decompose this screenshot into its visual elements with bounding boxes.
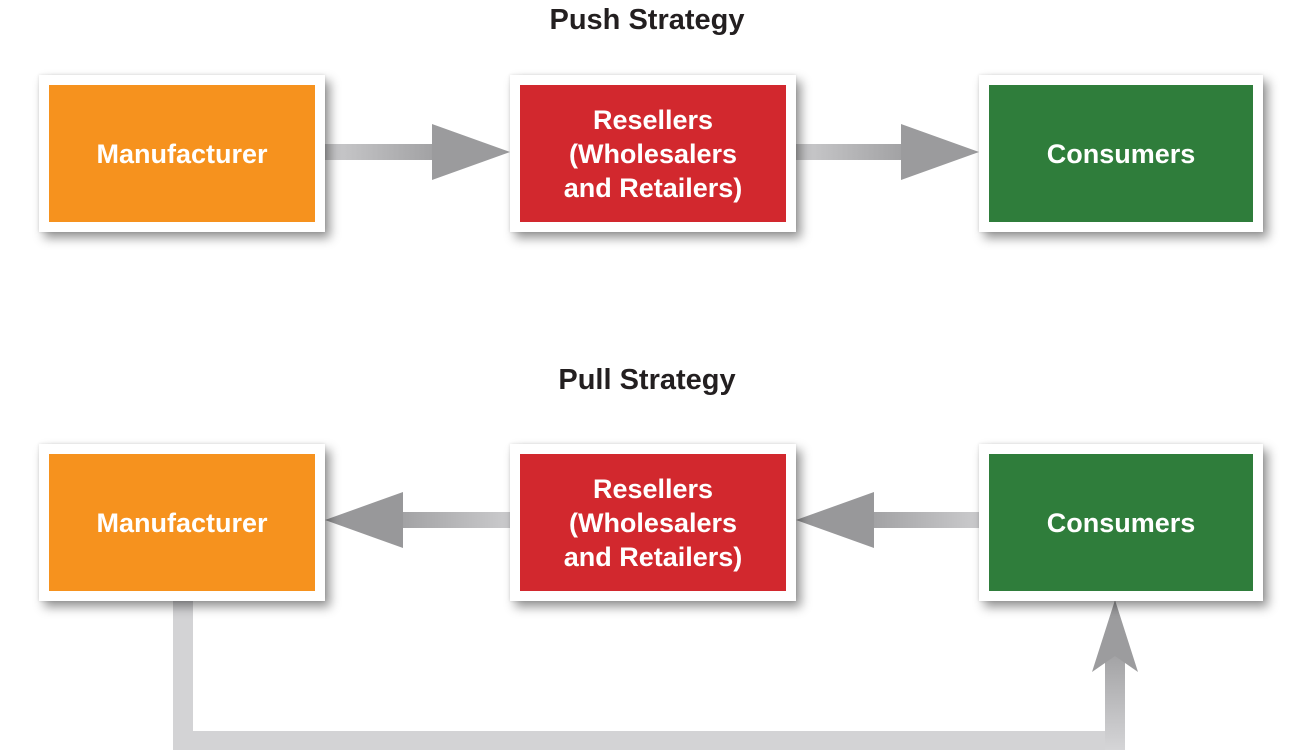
push-resellers-line2: (Wholesalers bbox=[568, 138, 738, 169]
push-consumers-label: Consumers bbox=[989, 85, 1253, 222]
pull-resellers-box: Resellers (Wholesalers and Retailers) bbox=[510, 444, 796, 601]
pull-arrow-consumers-to-resellers-icon bbox=[796, 492, 979, 548]
push-manufacturer-label: Manufacturer bbox=[49, 85, 315, 222]
pull-consumers-label: Consumers bbox=[989, 454, 1253, 591]
pull-loop-arrow-manufacturer-to-consumers-icon bbox=[173, 598, 1138, 750]
pull-resellers-line1: Resellers bbox=[592, 473, 714, 504]
pull-arrow-resellers-to-manufacturer-icon bbox=[325, 492, 510, 548]
push-arrow-resellers-to-consumers-icon bbox=[796, 124, 979, 180]
pull-manufacturer-box: Manufacturer bbox=[39, 444, 325, 601]
push-strategy-title: Push Strategy bbox=[549, 4, 745, 36]
push-manufacturer-box: Manufacturer bbox=[39, 75, 325, 232]
pull-resellers-label: Resellers (Wholesalers and Retailers) bbox=[520, 454, 786, 591]
push-consumers-box: Consumers bbox=[979, 75, 1263, 232]
push-resellers-line3: and Retailers) bbox=[563, 172, 743, 203]
push-resellers-box: Resellers (Wholesalers and Retailers) bbox=[510, 75, 796, 232]
pull-resellers-line2: (Wholesalers bbox=[568, 507, 738, 538]
pull-strategy-title: Pull Strategy bbox=[558, 364, 736, 396]
pull-consumers-box: Consumers bbox=[979, 444, 1263, 601]
push-arrow-manufacturer-to-resellers-icon bbox=[325, 124, 510, 180]
pull-manufacturer-label: Manufacturer bbox=[49, 454, 315, 591]
push-resellers-label: Resellers (Wholesalers and Retailers) bbox=[520, 85, 786, 222]
push-resellers-line1: Resellers bbox=[592, 104, 714, 135]
pull-resellers-line3: and Retailers) bbox=[563, 541, 743, 572]
